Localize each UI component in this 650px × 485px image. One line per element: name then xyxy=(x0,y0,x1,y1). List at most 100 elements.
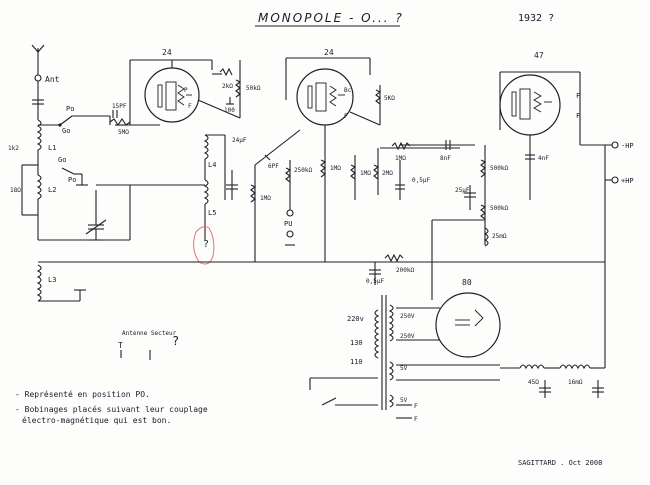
go2-label: Go xyxy=(58,156,66,164)
pu-terminal xyxy=(286,209,294,217)
red-circle-mark xyxy=(193,226,215,265)
svg-text:F: F xyxy=(414,416,418,423)
go-label: Go xyxy=(62,127,70,135)
r-1m-c xyxy=(350,164,357,180)
r-1m-d xyxy=(391,141,411,151)
go-po-switch xyxy=(61,167,75,175)
r-500 xyxy=(480,159,487,178)
v250a-label: 250V xyxy=(400,313,415,320)
r-5k xyxy=(375,89,382,105)
v130-label: 130 xyxy=(350,339,363,347)
tube3-f2: F xyxy=(576,112,580,120)
tube-24-detector: Bc F xyxy=(296,68,354,126)
h16-label: 16mΩ xyxy=(568,379,583,386)
diagram-title: MONOPOLE - O... ? xyxy=(258,11,404,25)
c4nf-label: 4nF xyxy=(538,155,549,162)
choke-16 xyxy=(559,364,591,370)
note-2: - Bobinages placés suivant leur couplage xyxy=(15,404,208,414)
h45-label: 45Ω xyxy=(528,379,539,386)
pu-label: PU xyxy=(284,220,292,228)
c6pf-label: 6PF xyxy=(268,163,279,170)
r5m-label: 5MΩ xyxy=(118,129,129,136)
r1m-c-label: 1MΩ xyxy=(360,170,371,177)
r25m-label: 25mΩ xyxy=(492,233,507,240)
coil-l3 xyxy=(203,134,209,160)
l3-label: L3 xyxy=(48,276,56,284)
t-mark: T xyxy=(118,341,123,350)
tube-47-power xyxy=(499,74,561,136)
l1-label: L1 xyxy=(48,144,56,152)
svg-text:F: F xyxy=(344,113,348,120)
r50k-label: 50kΩ xyxy=(246,85,261,92)
question-mark-antenne: ? xyxy=(172,334,179,348)
coil-l2 xyxy=(36,174,42,200)
v5b-label: 5V xyxy=(400,397,408,404)
po-go-switch xyxy=(59,115,73,126)
r-500b xyxy=(480,204,487,220)
signature: SAGITTARD . Oct 2008 xyxy=(518,459,602,467)
svg-text:Bc: Bc xyxy=(344,87,352,94)
tube-24-rf: P F xyxy=(144,67,200,123)
r200k-label: 200kΩ xyxy=(396,267,414,274)
r-250 xyxy=(285,167,292,183)
r-25m xyxy=(483,227,489,247)
c05b-label: 0,5μF xyxy=(366,278,384,285)
tube1-number: 24 xyxy=(162,48,172,57)
tube4-number: 80 xyxy=(462,278,472,287)
r-5m xyxy=(109,118,131,126)
r1m-a-label: 1MΩ xyxy=(260,195,271,202)
r-2m xyxy=(373,164,380,180)
r-18-label: 18Ω xyxy=(10,187,21,194)
r2k-label: 2kΩ xyxy=(222,83,233,90)
antenna-symbol xyxy=(31,44,45,82)
tube-80-rectifier xyxy=(435,292,501,358)
l5-label: L5 xyxy=(208,209,216,217)
c8nf-label: 8nF xyxy=(440,155,451,162)
antenne-secteur-label: Antenne Secteur xyxy=(122,330,177,337)
r500b-label: 500kΩ xyxy=(490,205,508,212)
l4-label: L4 xyxy=(208,161,216,169)
r-200k xyxy=(384,253,404,263)
hp-plus-terminal xyxy=(611,176,619,184)
po-label: Po xyxy=(66,105,74,113)
r250-label: 250kΩ xyxy=(294,167,312,174)
r-2k xyxy=(219,67,233,77)
po2-label: Po xyxy=(68,176,76,184)
svg-text:F: F xyxy=(414,403,418,410)
svg-text:F: F xyxy=(188,103,192,110)
v220-label: 220v xyxy=(347,315,364,323)
question-mark-coil: ? xyxy=(203,239,209,250)
tube3-number: 47 xyxy=(534,51,544,60)
r1m-d-label: 1MΩ xyxy=(395,155,406,162)
pu-terminal-2 xyxy=(286,230,294,238)
r5k-label: 5KΩ xyxy=(384,95,395,102)
c-25-label: 24μF xyxy=(232,137,247,144)
r-1m-b xyxy=(320,159,327,178)
v110-label: 110 xyxy=(350,358,363,366)
r-50k xyxy=(235,79,242,98)
c15pf-label: 15PF xyxy=(112,103,127,110)
hp-minus-label: -HP xyxy=(621,142,634,150)
year-label: 1932 ? xyxy=(518,13,554,24)
tube2-number: 24 xyxy=(324,48,334,57)
c05-label: 0,5μF xyxy=(412,177,430,184)
coil-l3-bottom xyxy=(36,264,42,302)
c25-label: 25μF xyxy=(455,187,470,194)
coil-l5 xyxy=(203,179,209,205)
r-1m-a xyxy=(250,184,257,203)
c100-label: 100 xyxy=(224,107,235,114)
r-1k2-label: 1k2 xyxy=(8,145,19,152)
note-3: électro-magnétique qui est bon. xyxy=(22,415,171,425)
v250b-label: 250V xyxy=(400,333,415,340)
ant-label: Ant xyxy=(45,75,60,84)
r2m-label: 2MΩ xyxy=(382,170,393,177)
power-transformer xyxy=(374,295,394,410)
hp-minus-terminal xyxy=(611,141,619,149)
r1m-b-label: 1MΩ xyxy=(330,165,341,172)
hp-plus-label: +HP xyxy=(621,177,634,185)
l2-label: L2 xyxy=(48,186,56,194)
r500-label: 500kΩ xyxy=(490,165,508,172)
note-1: - Représenté en position PO. xyxy=(15,389,150,399)
